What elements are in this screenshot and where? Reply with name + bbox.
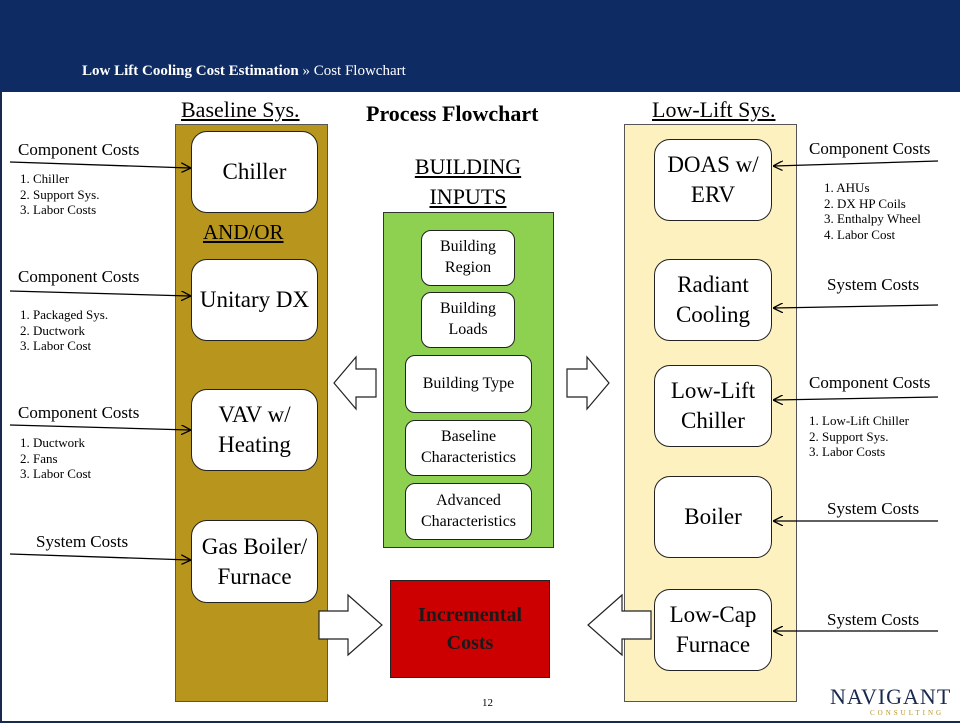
breadcrumb: Low Lift Cooling Cost Estimation » Cost …: [82, 63, 406, 80]
right-cost-list-3: 1. Low-Lift Chiller 2. Support Sys. 3. L…: [809, 413, 909, 460]
right-cost-item: 3. Labor Costs: [809, 444, 886, 460]
arrow-to-radiant: [774, 305, 939, 308]
left-cost-item: 3. Labor Costs: [20, 202, 97, 218]
building-inputs-title-line1: BUILDING: [414, 154, 522, 179]
left-cost-list-2: 1. Packaged Sys. 2. Ductwork 3. Labor Co…: [20, 307, 108, 354]
right-cost-item: 1. Low-Lift Chiller: [809, 413, 910, 428]
left-cost-item: 2. Support Sys.: [20, 186, 100, 202]
right-cost-item: 2. DX HP Coils: [824, 195, 906, 211]
low-lift-chiller-node: Low-Lift Chiller: [654, 365, 772, 447]
block-arrow-to-incremental-left-icon: [318, 593, 383, 657]
right-cost-label-4: System Costs: [827, 499, 920, 518]
left-cost-item: 3. Labor Cost: [20, 338, 92, 354]
breadcrumb-subtitle: Cost Flowchart: [313, 63, 406, 79]
building-type-node: Building Type: [405, 355, 532, 413]
building-region-node: Building Region: [421, 230, 515, 286]
arrow-to-doas: [774, 160, 939, 166]
arrow-to-low-lift-chiller: [774, 397, 939, 400]
process-flowchart-title: Process Flowchart: [366, 101, 539, 126]
arrow-to-unitary-dx: [9, 290, 190, 296]
building-inputs-title: BUILDING INPUTS: [398, 152, 538, 211]
left-cost-label-4: System Costs: [36, 532, 129, 551]
block-arrow-left-icon: [333, 355, 377, 411]
left-cost-label-2: Component Costs: [18, 267, 140, 286]
left-cost-list-1: 1. Chiller 2. Support Sys. 3. Labor Cost…: [20, 171, 99, 218]
right-cost-label-2: System Costs: [827, 275, 920, 294]
chiller-node: Chiller: [191, 131, 318, 213]
breadcrumb-title: Low Lift Cooling Cost Estimation: [82, 63, 299, 79]
right-cost-item: 1. AHUs: [824, 180, 870, 195]
left-cost-item: 3. Labor Cost: [20, 466, 92, 482]
vav-heating-node: VAV w/ Heating: [191, 389, 318, 471]
baseline-title: Baseline Sys.: [181, 97, 300, 122]
left-cost-label-1: Component Costs: [18, 140, 140, 159]
right-cost-item: 4. Labor Cost: [824, 226, 896, 242]
lowlift-title: Low-Lift Sys.: [652, 97, 776, 122]
right-cost-item: 3. Enthalpy Wheel: [824, 211, 921, 227]
arrow-to-gas-boiler: [9, 553, 190, 560]
left-cost-list-3: 1. Ductwork 2. Fans 3. Labor Cost: [20, 435, 91, 482]
breadcrumb-separator: »: [298, 63, 314, 79]
incremental-costs-label: Incremental Costs: [417, 604, 523, 654]
navigant-logo: NAVIGANT: [830, 684, 952, 709]
page-number: 12: [482, 697, 493, 709]
baseline-characteristics-node: Baseline Characteristics: [405, 420, 532, 476]
low-cap-furnace-node: Low-Cap Furnace: [654, 589, 772, 671]
advanced-characteristics-node: Advanced Characteristics: [405, 483, 532, 540]
building-inputs-title-line2: INPUTS: [429, 183, 507, 209]
left-cost-item: 1. Ductwork: [20, 435, 85, 450]
doas-erv-node: DOAS w/ ERV: [654, 139, 772, 221]
left-cost-item: 1. Chiller: [20, 171, 70, 186]
arrow-to-chiller: [9, 161, 190, 168]
left-cost-item: 2. Ductwork: [20, 322, 85, 338]
building-loads-node: Building Loads: [421, 292, 515, 348]
incremental-costs-box: Incremental Costs: [390, 580, 550, 678]
left-cost-item: 2. Fans: [20, 450, 58, 466]
unitary-dx-node: Unitary DX: [191, 259, 318, 341]
right-cost-label-1: Component Costs: [809, 139, 931, 158]
right-cost-item: 2. Support Sys.: [809, 428, 889, 444]
gas-boiler-furnace-node: Gas Boiler/ Furnace: [191, 520, 318, 603]
arrow-to-vav: [9, 424, 190, 430]
right-cost-list-1: 1. AHUs 2. DX HP Coils 3. Enthalpy Wheel…: [824, 180, 921, 242]
radiant-cooling-node: Radiant Cooling: [654, 259, 772, 341]
block-arrow-to-incremental-right-icon: [587, 593, 652, 657]
and-or-label: AND/OR: [203, 220, 284, 244]
right-cost-label-3: Component Costs: [809, 373, 931, 392]
left-cost-label-3: Component Costs: [18, 403, 140, 422]
title-banner: [0, 0, 960, 92]
boiler-node: Boiler: [654, 476, 772, 558]
navigant-logo-sub: CONSULTING: [870, 709, 945, 717]
left-cost-item: 1. Packaged Sys.: [20, 307, 109, 322]
right-cost-label-5: System Costs: [827, 610, 920, 629]
block-arrow-right-icon: [566, 355, 610, 411]
